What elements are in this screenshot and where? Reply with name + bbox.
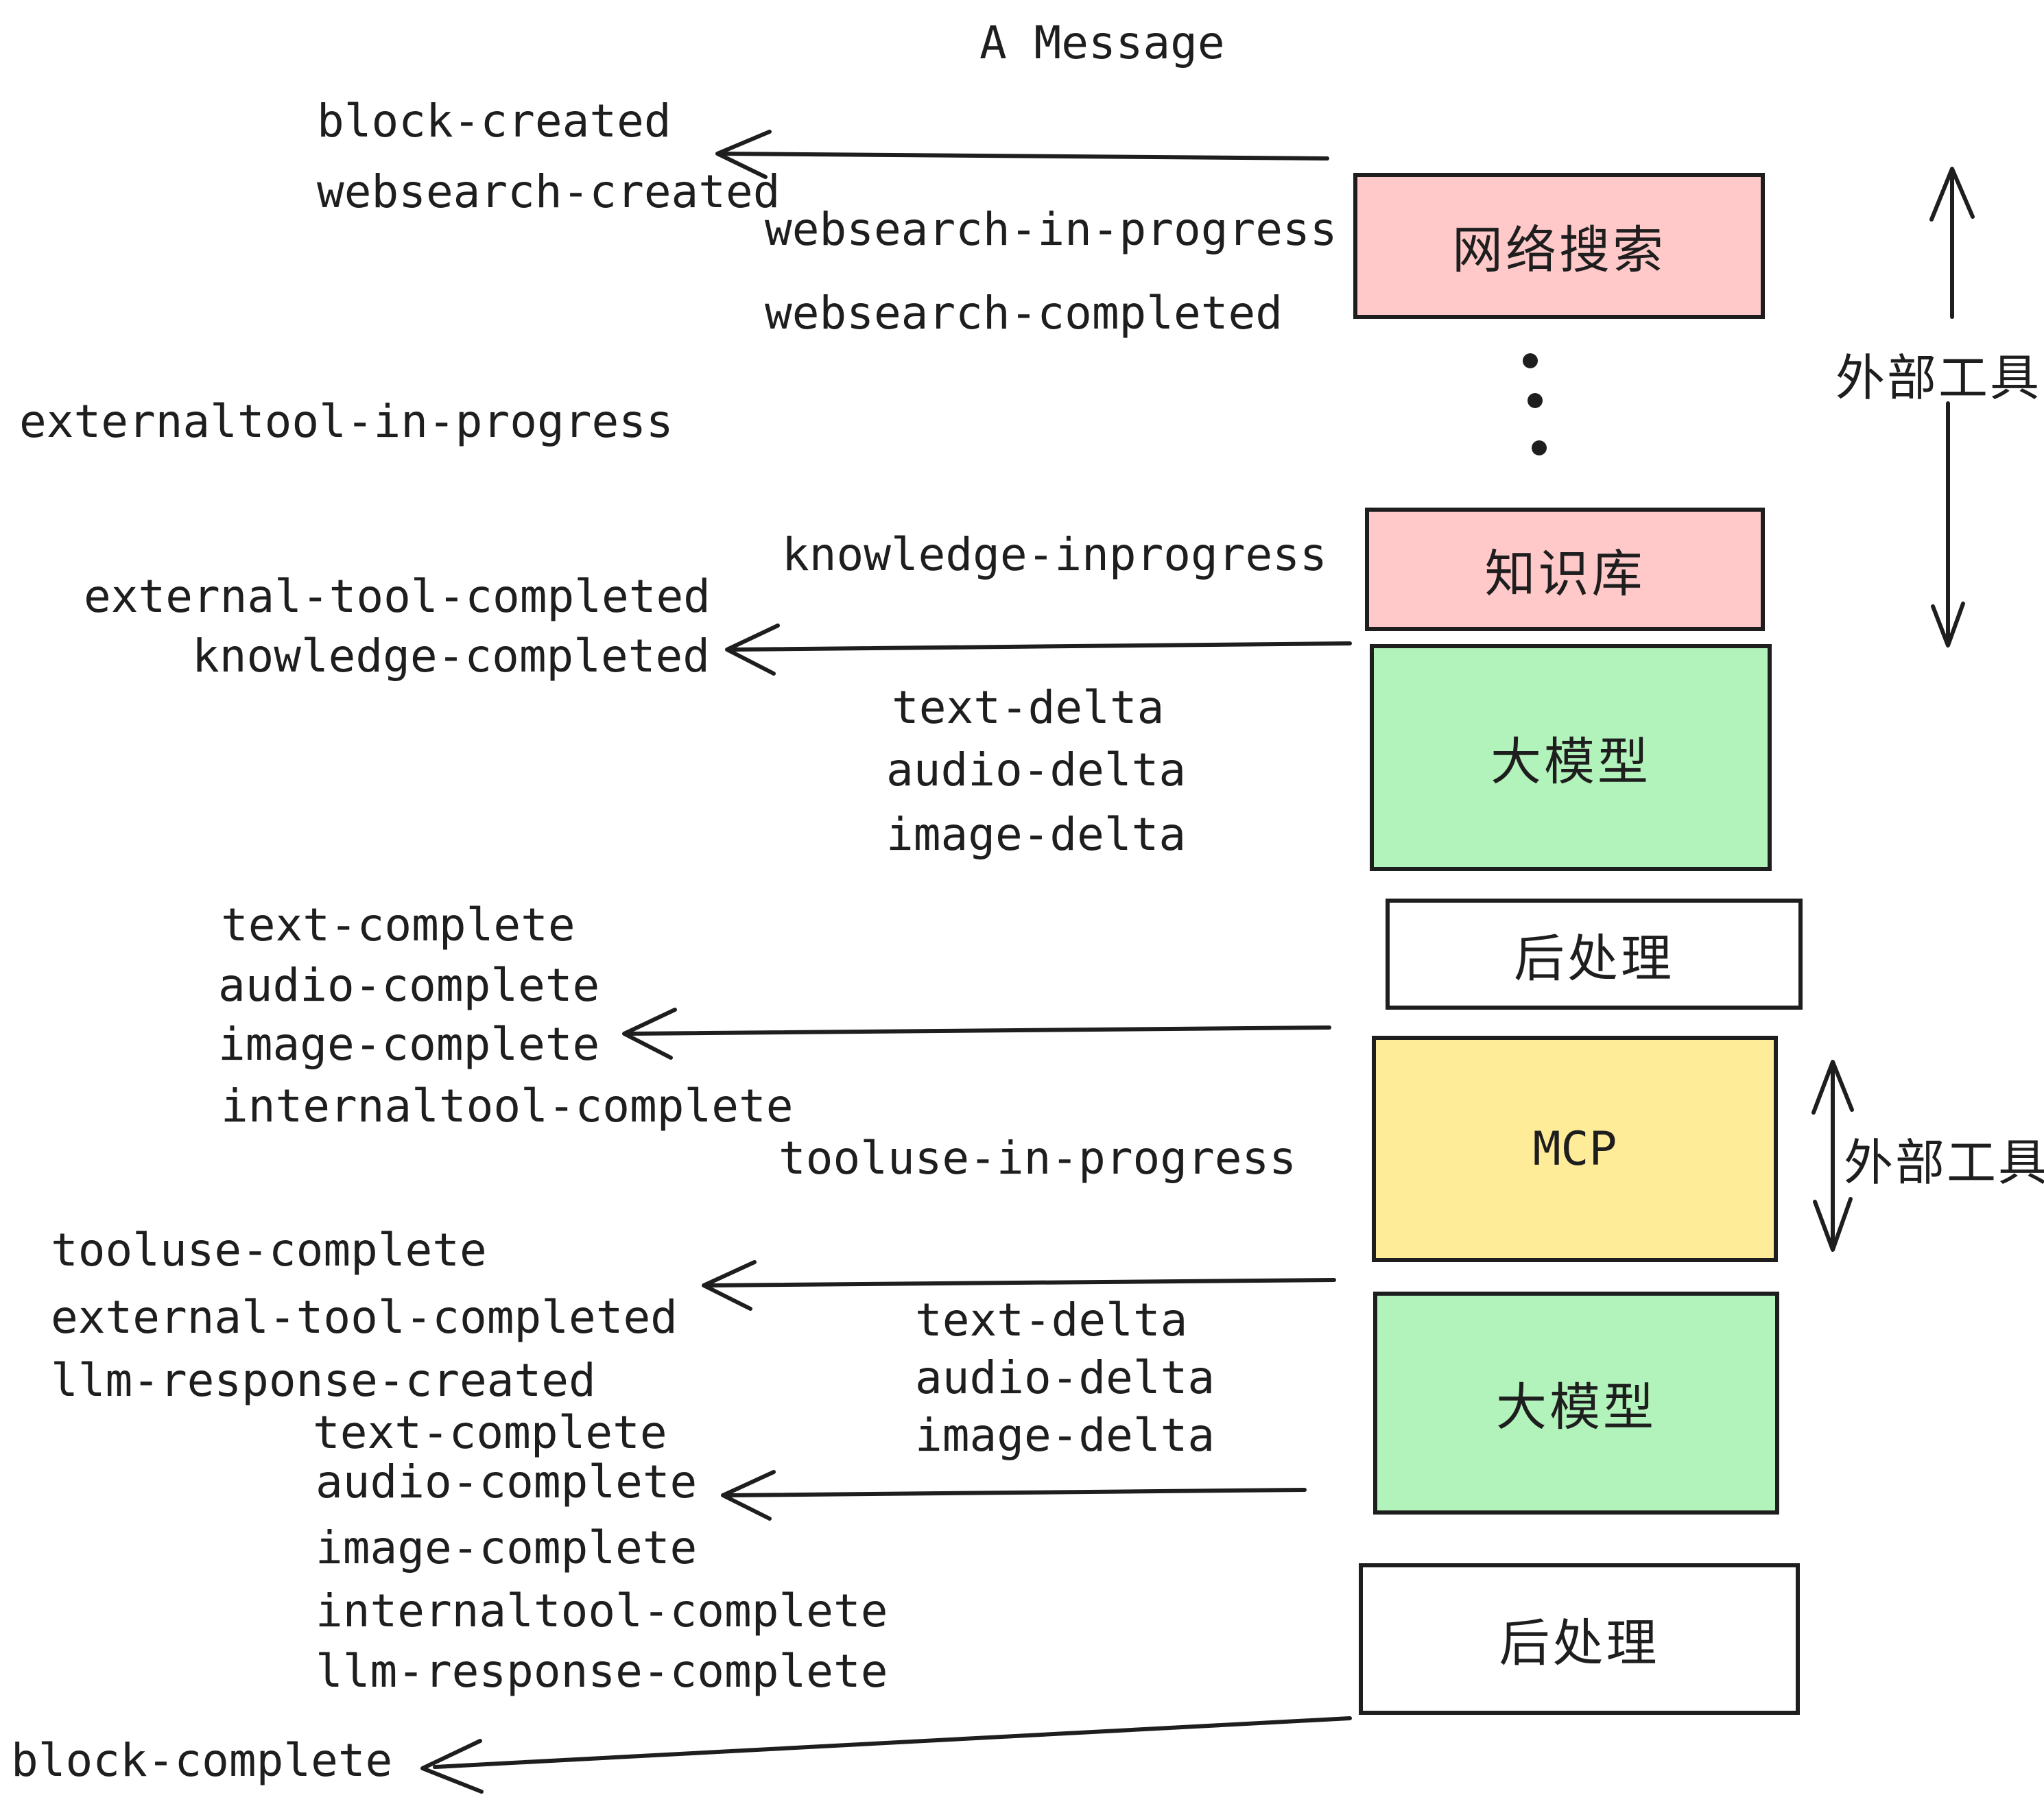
event-image-complete-1: image-complete bbox=[218, 1018, 600, 1071]
event-audio-delta-1: audio-delta bbox=[886, 744, 1187, 796]
arrow-audio-complete-line bbox=[725, 1488, 1307, 1497]
arrow-audio-complete-head bbox=[721, 1470, 776, 1521]
event-websearch-in-progress: websearch-in-progress bbox=[765, 203, 1338, 256]
ellipsis-dot-2 bbox=[1528, 393, 1543, 408]
event-image-delta-1: image-delta bbox=[886, 808, 1187, 861]
event-external-tool-completed-1: external-tool-completed bbox=[84, 570, 711, 623]
event-text-delta-2: text-delta bbox=[915, 1294, 1188, 1346]
event-internaltool-complete-2: internaltool-complete bbox=[316, 1585, 888, 1637]
event-websearch-created: websearch-created bbox=[317, 165, 781, 218]
ellipsis-dot-1 bbox=[1523, 353, 1538, 368]
box-postprocess-2: 后处理 bbox=[1359, 1563, 1800, 1715]
ellipsis-dot-3 bbox=[1532, 440, 1547, 455]
box-knowledge-label: 知识库 bbox=[1484, 545, 1645, 602]
arrow-block-complete-head bbox=[420, 1739, 484, 1794]
event-text-complete-2: text-complete bbox=[313, 1406, 667, 1459]
arrow-external-tool-completed-head bbox=[702, 1260, 757, 1311]
event-llm-response-created: llm-response-created bbox=[51, 1354, 596, 1407]
event-audio-complete-1: audio-complete bbox=[218, 959, 600, 1012]
external-tools-label-bottom: 外部工具 bbox=[1844, 1136, 2044, 1191]
external-tools-bottom-double-arrow-down-head bbox=[1813, 1197, 1853, 1252]
event-websearch-completed: websearch-completed bbox=[765, 287, 1283, 340]
box-llm-2-label: 大模型 bbox=[1496, 1379, 1656, 1436]
diagram-title: A Message bbox=[979, 16, 1225, 69]
event-externaltool-in-progress: externaltool-in-progress bbox=[19, 395, 674, 448]
event-image-complete-2: image-complete bbox=[316, 1521, 698, 1574]
event-knowledge-inprogress: knowledge-inprogress bbox=[782, 528, 1327, 581]
arrow-block-created-line bbox=[720, 152, 1329, 161]
arrow-image-complete-head bbox=[622, 1008, 677, 1060]
event-knowledge-completed: knowledge-completed bbox=[192, 630, 710, 683]
event-text-complete-1: text-complete bbox=[221, 899, 575, 951]
box-llm-2: 大模型 bbox=[1373, 1292, 1779, 1515]
arrow-knowledge-completed-line bbox=[729, 641, 1352, 652]
box-llm-1-label: 大模型 bbox=[1490, 733, 1651, 790]
event-audio-complete-2: audio-complete bbox=[316, 1456, 698, 1508]
event-text-delta-1: text-delta bbox=[892, 681, 1165, 734]
box-knowledge: 知识库 bbox=[1365, 508, 1765, 631]
external-tools-top-down-arrow-head bbox=[1931, 602, 1965, 648]
event-external-tool-completed-2: external-tool-completed bbox=[51, 1291, 678, 1344]
external-tools-top-up-arrow-head bbox=[1929, 167, 1975, 222]
box-llm-1: 大模型 bbox=[1370, 644, 1772, 871]
box-websearch: 网络搜索 bbox=[1353, 173, 1765, 319]
arrow-block-complete-line bbox=[433, 1716, 1352, 1769]
event-block-complete: block-complete bbox=[11, 1734, 393, 1787]
external-tools-label-top: 外部工具 bbox=[1835, 351, 2042, 406]
arrow-knowledge-completed-head bbox=[725, 624, 780, 676]
event-audio-delta-2: audio-delta bbox=[915, 1351, 1215, 1404]
box-mcp: MCP bbox=[1372, 1036, 1778, 1262]
event-tooluse-complete: tooluse-complete bbox=[51, 1224, 487, 1277]
external-tools-bottom-double-arrow-up-head bbox=[1811, 1060, 1854, 1115]
box-postprocess-1: 后处理 bbox=[1386, 899, 1803, 1010]
event-tooluse-in-progress: tooluse-in-progress bbox=[779, 1132, 1296, 1185]
arrow-image-complete-line bbox=[626, 1025, 1331, 1036]
event-image-delta-2: image-delta bbox=[915, 1409, 1215, 1462]
event-internaltool-complete-1: internaltool-complete bbox=[221, 1080, 794, 1132]
arrow-block-created-head bbox=[715, 130, 772, 179]
box-postprocess-2-label: 后处理 bbox=[1499, 1615, 1660, 1672]
arrow-external-tool-completed-line bbox=[706, 1278, 1336, 1287]
box-postprocess-1-label: 后处理 bbox=[1514, 929, 1674, 987]
box-websearch-label: 网络搜索 bbox=[1452, 222, 1666, 278]
event-block-created: block-created bbox=[317, 95, 672, 147]
box-mcp-label: MCP bbox=[1532, 1121, 1617, 1176]
event-llm-response-complete: llm-response-complete bbox=[316, 1645, 888, 1698]
